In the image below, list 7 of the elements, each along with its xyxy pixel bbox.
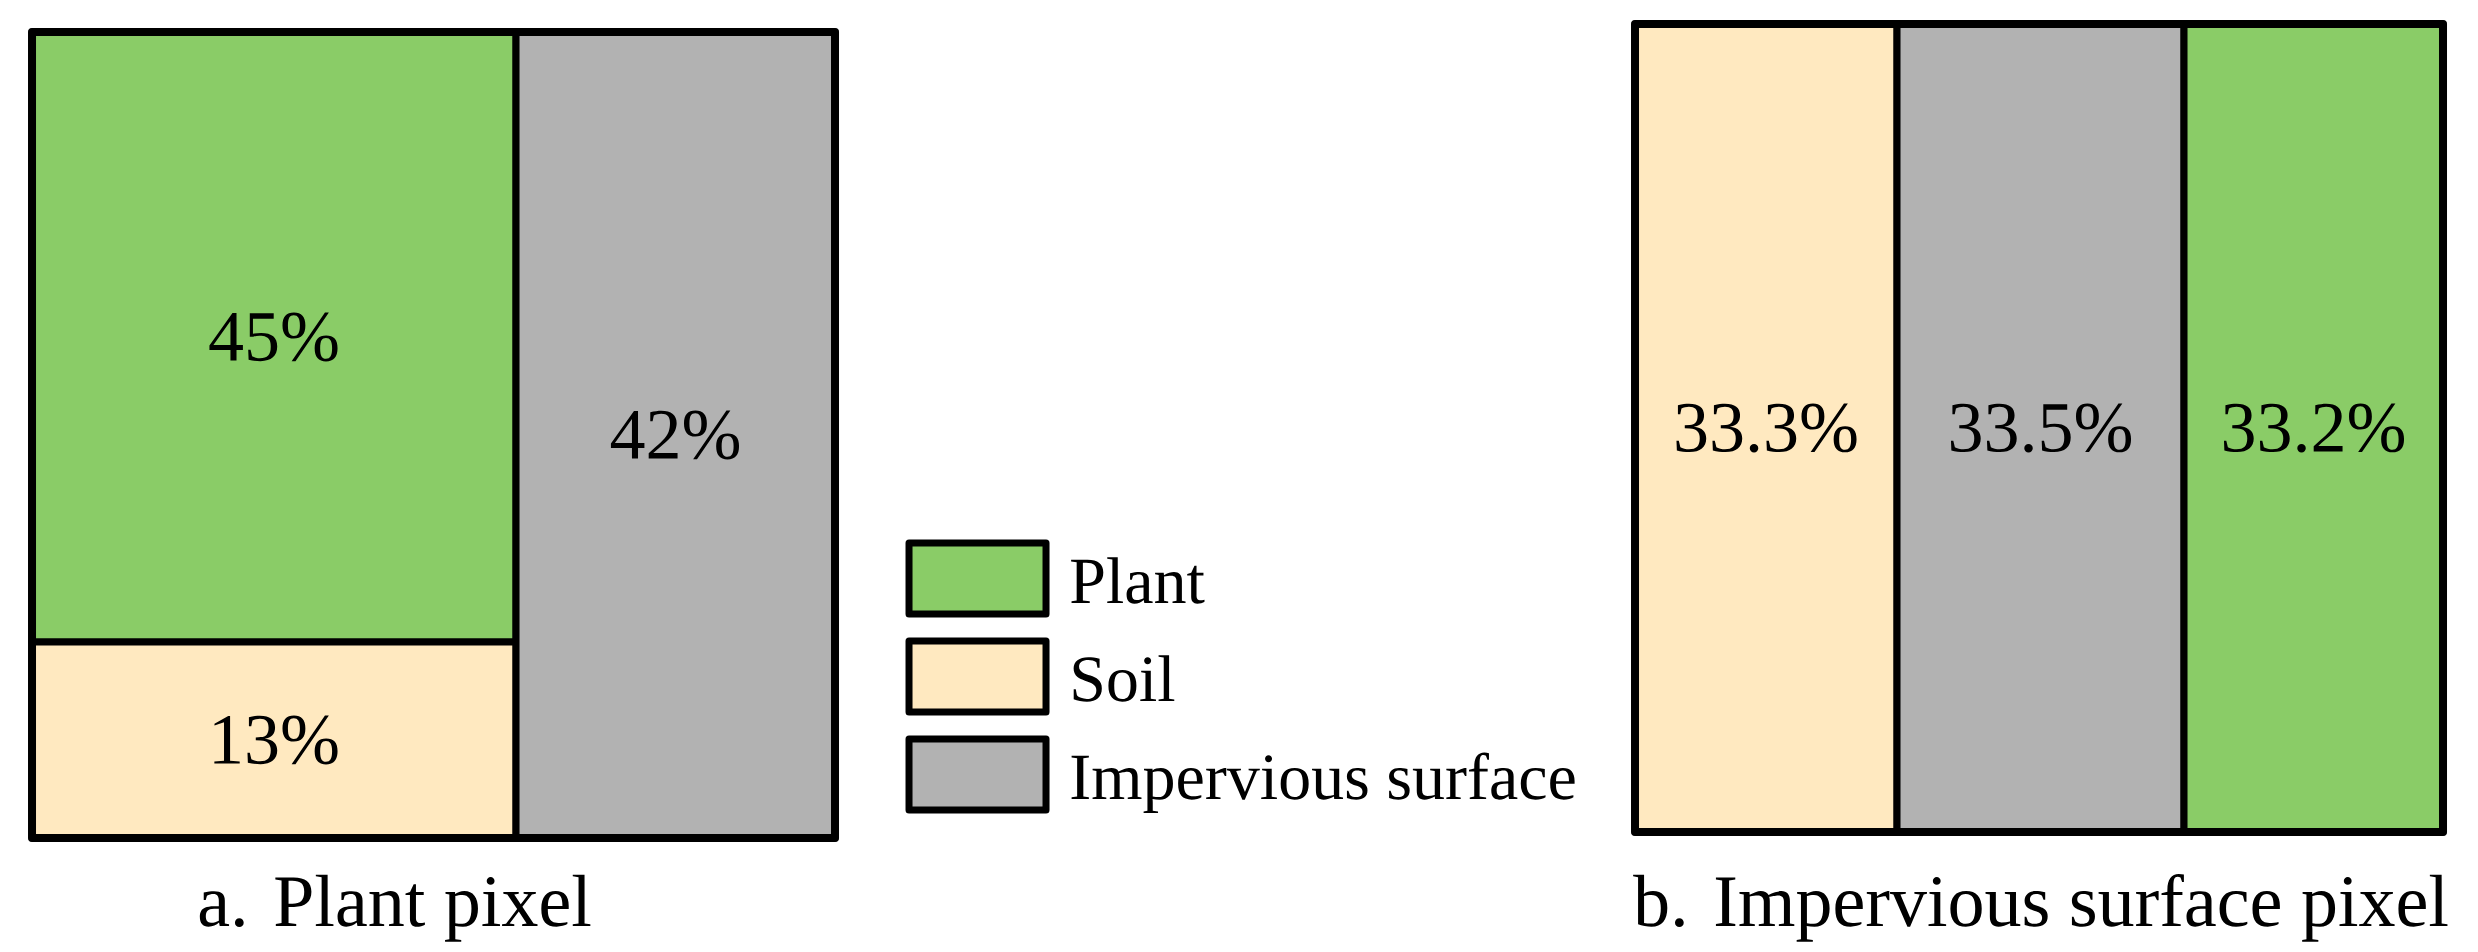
fraction-box: 42% bbox=[512, 28, 839, 842]
legend-label: Plant bbox=[1071, 557, 1205, 604]
legend-label: Impervious surface bbox=[1071, 752, 1575, 814]
fraction-box: 33.2% bbox=[2180, 20, 2447, 836]
legend-label: Soil bbox=[1073, 655, 1175, 702]
panel-caption: b. Impervious surface pixel bbox=[1633, 873, 2448, 942]
panel-caption: a. Plant pixel bbox=[199, 874, 591, 942]
